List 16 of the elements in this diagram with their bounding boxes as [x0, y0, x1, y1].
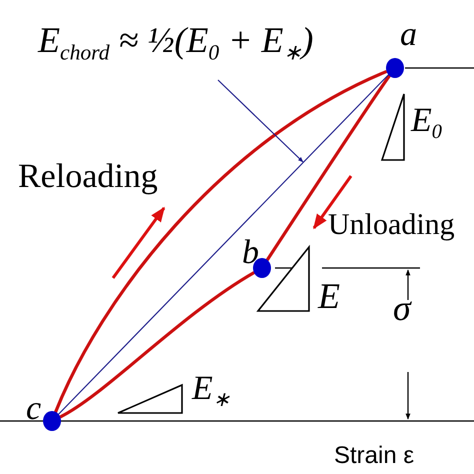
stress-label: σ — [393, 290, 411, 326]
formula: E$_{chord}$ ≈ ½(E$_{0}$ + E$_{∗}$) — [38, 19, 314, 64]
point-label: b — [242, 236, 259, 270]
direction-label: Unloading — [328, 210, 455, 240]
direction-label: Reloading — [18, 160, 158, 194]
point-label: c — [26, 392, 42, 426]
unloading-curve — [266, 74, 392, 262]
modulus-label: E — [318, 278, 340, 314]
loading-curve — [59, 271, 256, 418]
point-marker — [386, 58, 404, 78]
point-marker — [43, 411, 61, 431]
point-label: a — [400, 18, 417, 52]
modulus-label: E$_{∗}$ — [192, 372, 230, 411]
axis-label: Strain ε — [334, 444, 414, 468]
leader-line — [218, 80, 304, 162]
modulus-label: E$_{0}$ — [411, 104, 442, 143]
